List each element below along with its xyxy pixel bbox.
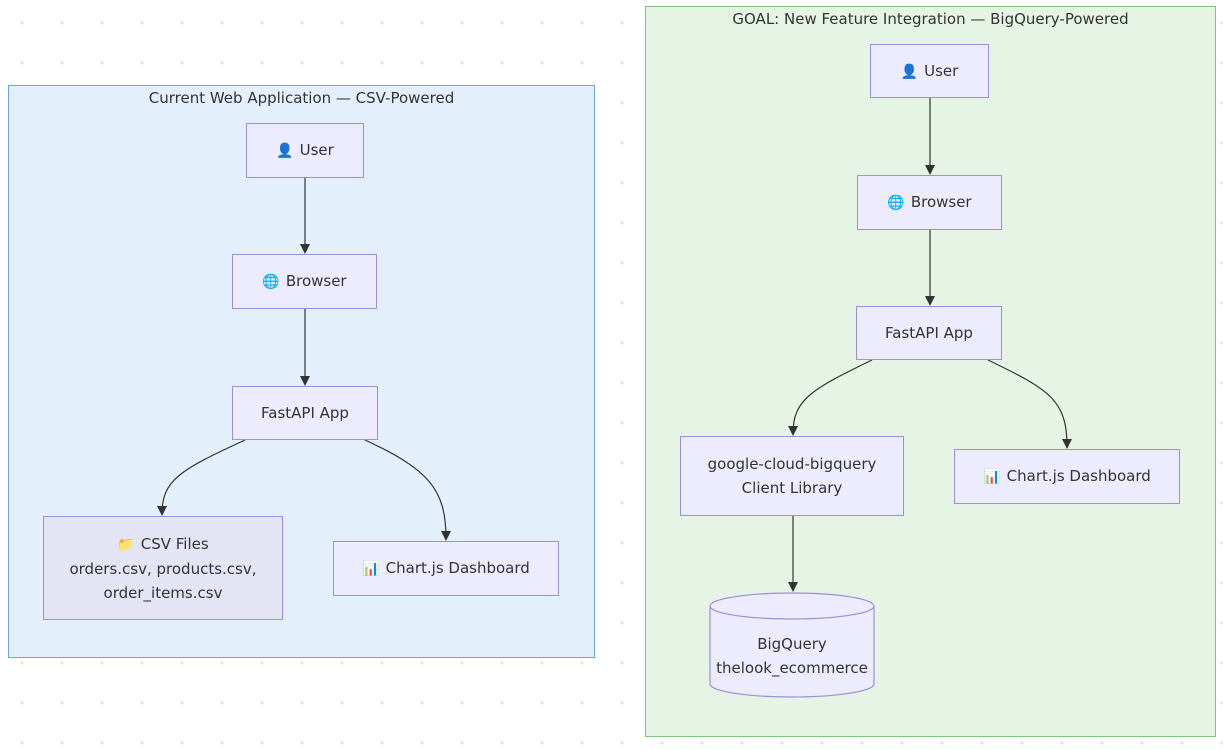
csv-title: CSV Files xyxy=(140,534,209,553)
bar-chart-icon: 📊 xyxy=(362,561,380,577)
left-user-node: 👤 User xyxy=(246,123,364,178)
left-dashboard-label: Chart.js Dashboard xyxy=(385,559,530,577)
right-client-library-node: google-cloud-bigquery Client Library xyxy=(680,436,904,516)
user-icon: 👤 xyxy=(276,143,294,159)
left-user-label: User xyxy=(299,141,334,159)
right-fastapi-label: FastAPI App xyxy=(885,324,973,342)
user-icon: 👤 xyxy=(900,63,919,80)
client-library-line-1: google-cloud-bigquery xyxy=(707,455,877,473)
folder-icon: 📁 xyxy=(117,536,135,553)
bar-chart-icon: 📊 xyxy=(983,469,1001,485)
right-user-node: 👤 User xyxy=(870,44,989,98)
right-dashboard-node: 📊 Chart.js Dashboard xyxy=(954,449,1180,504)
right-fastapi-node: FastAPI App xyxy=(856,306,1002,360)
client-library-line-2: Client Library xyxy=(741,479,843,497)
bigquery-database-node xyxy=(709,592,875,698)
globe-icon: 🌐 xyxy=(887,195,905,211)
current-app-title: Current Web Application — CSV-Powered xyxy=(148,89,455,107)
csv-files-line-2: order_items.csv xyxy=(103,583,223,602)
right-browser-label: Browser xyxy=(910,193,972,211)
right-user-label: User xyxy=(924,61,959,80)
left-fastapi-label: FastAPI App xyxy=(261,404,349,422)
bigquery-line-2: thelook_ecommerce xyxy=(716,659,868,677)
bigquery-line-1: BigQuery xyxy=(757,635,827,653)
left-browser-label: Browser xyxy=(285,272,347,290)
left-browser-node: 🌐 Browser xyxy=(232,254,377,309)
left-csv-node: 📁 CSV Files orders.csv, products.csv, ord… xyxy=(43,516,283,620)
bigquery-label: BigQuery thelook_ecommerce xyxy=(709,632,875,680)
right-dashboard-label: Chart.js Dashboard xyxy=(1006,467,1151,485)
left-fastapi-node: FastAPI App xyxy=(232,386,378,440)
left-dashboard-node: 📊 Chart.js Dashboard xyxy=(333,541,559,596)
goal-title: GOAL: New Feature Integration — BigQuery… xyxy=(732,10,1129,28)
csv-files-line: orders.csv, products.csv, xyxy=(69,559,257,578)
right-browser-node: 🌐 Browser xyxy=(857,175,1002,230)
globe-icon: 🌐 xyxy=(262,274,280,290)
